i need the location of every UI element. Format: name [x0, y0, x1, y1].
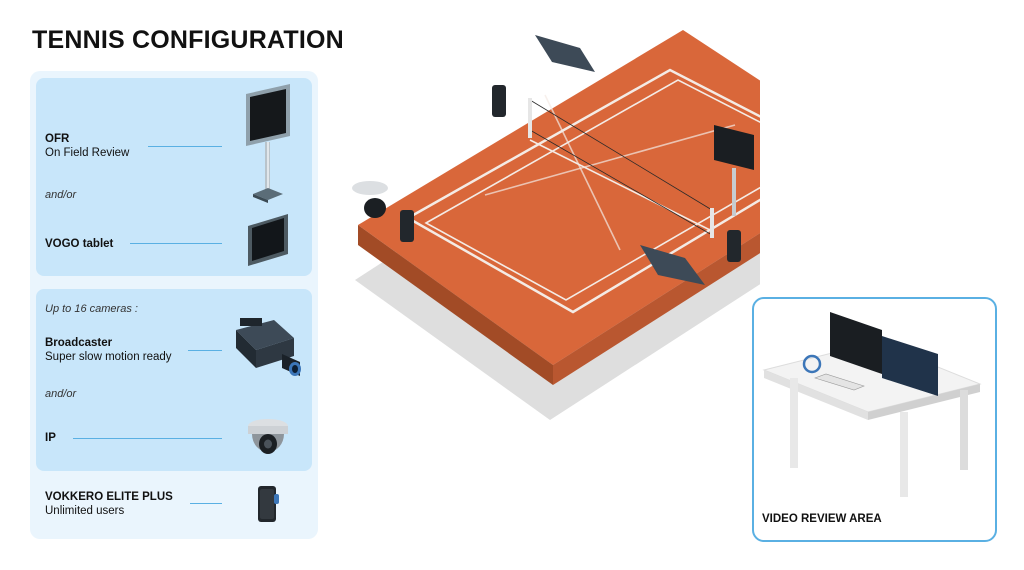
radio-device-icon	[258, 486, 279, 522]
ip-leader-line	[73, 438, 222, 439]
monitor-on-stand-icon	[246, 84, 290, 203]
ip-name: IP	[45, 432, 56, 444]
broadcast-camera-icon	[236, 318, 301, 376]
broadcaster-leader-line	[188, 350, 222, 351]
andor-label-1: and/or	[45, 189, 77, 201]
vogo-leader-line	[130, 243, 222, 244]
review-desk-icon	[762, 312, 982, 497]
ip-label: IP	[45, 431, 56, 445]
vokkero-leader-line	[190, 503, 222, 504]
tablet-icon	[248, 214, 288, 266]
clay-tennis-court-icon	[352, 30, 760, 420]
vokkero-name: VOKKERO ELITE PLUS	[45, 491, 173, 503]
page-title: TENNIS CONFIGURATION	[32, 26, 344, 54]
video-review-area-label: VIDEO REVIEW AREA	[762, 513, 882, 525]
vogo-name: VOGO tablet	[45, 238, 114, 250]
vokkero-label: VOKKERO ELITE PLUS Unlimited users	[45, 490, 173, 518]
andor-label-2: and/or	[45, 388, 77, 400]
ofr-name: OFR	[45, 133, 70, 145]
vogo-label: VOGO tablet	[45, 237, 113, 251]
ofr-desc: On Field Review	[45, 147, 130, 159]
broadcaster-name: Broadcaster	[45, 337, 113, 349]
ofr-label: OFR On Field Review	[45, 132, 129, 160]
vokkero-desc: Unlimited users	[45, 505, 125, 517]
ofr-leader-line	[148, 146, 222, 147]
dome-camera-icon	[248, 419, 288, 454]
cameras-intro: Up to 16 cameras :	[45, 303, 138, 315]
broadcaster-desc: Super slow motion ready	[45, 351, 172, 363]
broadcaster-label: Broadcaster Super slow motion ready	[45, 336, 172, 364]
